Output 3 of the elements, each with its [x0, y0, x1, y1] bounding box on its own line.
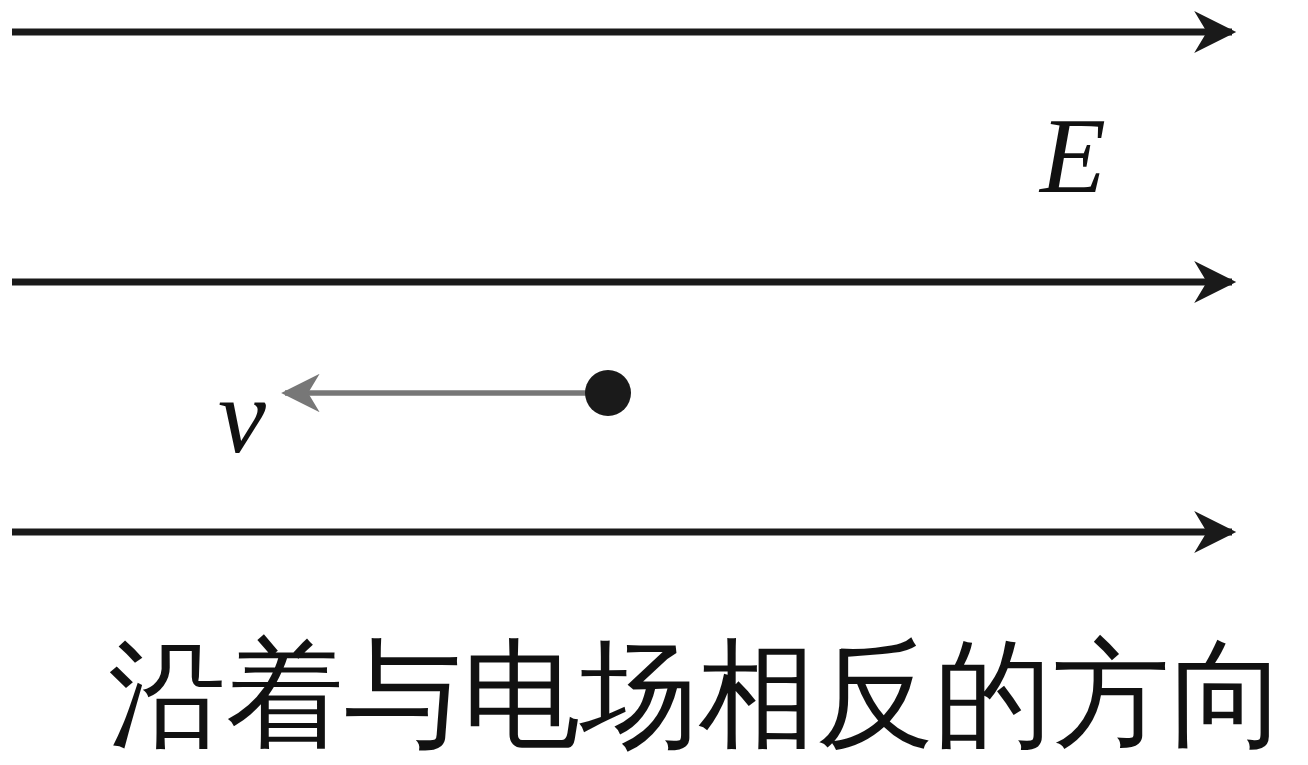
caption-text: 沿着与电场相反的方向	[108, 635, 1288, 753]
field-label: E	[1040, 102, 1106, 210]
velocity-label: v	[218, 362, 266, 470]
